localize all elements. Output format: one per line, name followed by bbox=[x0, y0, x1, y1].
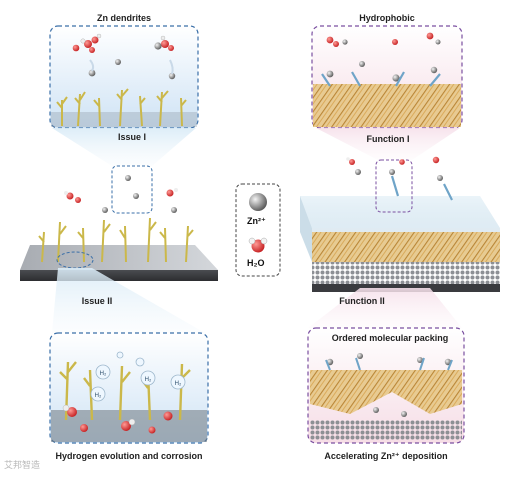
zoom-box-issue-1 bbox=[111, 165, 153, 214]
chains-right bbox=[390, 175, 453, 201]
zn-ions-left bbox=[102, 175, 177, 213]
water-hydrogen-icon bbox=[248, 237, 256, 245]
legend-water-label: H₂O bbox=[247, 258, 265, 268]
molecular-network bbox=[312, 232, 500, 262]
h2-bubble-label: H₂ bbox=[95, 393, 102, 399]
dendrites-left bbox=[38, 217, 194, 263]
zn-substrate-atoms bbox=[312, 262, 500, 284]
electrode-side bbox=[20, 270, 218, 281]
water-hydrogen-icon bbox=[260, 237, 268, 245]
zoom-funnel-right-bottom bbox=[308, 288, 462, 328]
right-top-panel bbox=[311, 25, 463, 129]
zoom-funnel-right bbox=[316, 128, 460, 160]
coating-side bbox=[300, 196, 312, 262]
legend-zn-label: Zn²⁺ bbox=[247, 216, 266, 226]
accelerating-deposition-label: Accelerating Zn²⁺ deposition bbox=[324, 451, 448, 461]
hydrogen-bubbles bbox=[90, 351, 186, 402]
zn-substrate-bottom bbox=[310, 420, 462, 440]
right-electrode bbox=[300, 156, 500, 292]
issue-2-label: Issue II bbox=[81, 296, 113, 306]
h2-bubble-label: H₂ bbox=[100, 371, 107, 377]
zn-ions-right bbox=[355, 169, 443, 181]
dendrite-group bbox=[56, 88, 187, 127]
h2-bubble-label: H₂ bbox=[175, 381, 182, 387]
molecular-layer bbox=[313, 84, 461, 127]
left-electrode bbox=[20, 165, 218, 281]
zoom-funnel bbox=[52, 128, 196, 166]
zn-ions-deposition bbox=[326, 353, 452, 417]
zn-ion-trails bbox=[88, 59, 176, 80]
hydrophobic-chains bbox=[321, 71, 441, 87]
hydrophobic-label: Hydrophobic bbox=[359, 13, 415, 23]
water-molecules-left bbox=[64, 188, 178, 203]
zn-ions-right-top bbox=[326, 61, 438, 82]
zn-ion-icon bbox=[249, 193, 267, 211]
chains-bottom bbox=[325, 357, 453, 371]
legend bbox=[235, 183, 281, 277]
left-bottom-panel: H₂ H₂ H₂ H₂ bbox=[49, 332, 209, 444]
issue-1-label: Issue I bbox=[117, 132, 147, 142]
zoom-box-function-1 bbox=[375, 159, 413, 213]
function-2-label: Function II bbox=[339, 296, 385, 306]
water-molecules-right bbox=[346, 156, 440, 165]
zn-dendrites-label: Zn dendrites bbox=[96, 13, 152, 23]
function-1-label: Function I bbox=[366, 134, 410, 144]
h2-bubble-label: H₂ bbox=[145, 377, 152, 383]
hydrogen-evolution-label: Hydrogen evolution and corrosion bbox=[55, 451, 203, 461]
water-oxygen-icon bbox=[251, 239, 265, 253]
water-molecules-bottom bbox=[62, 404, 173, 434]
legend-frame bbox=[235, 183, 281, 277]
water-molecules-right-top bbox=[326, 32, 441, 47]
zoom-funnel-bottom bbox=[52, 268, 205, 333]
left-top-panel bbox=[49, 25, 199, 129]
ordered-molecular-layer bbox=[310, 370, 462, 414]
watermark: 艾邦智造 bbox=[4, 460, 41, 470]
ordered-packing-label: Ordered molecular packing bbox=[331, 333, 449, 343]
electrode-top-surface bbox=[20, 245, 218, 270]
water-molecule-cluster bbox=[72, 33, 174, 53]
right-bottom-panel bbox=[307, 327, 465, 444]
